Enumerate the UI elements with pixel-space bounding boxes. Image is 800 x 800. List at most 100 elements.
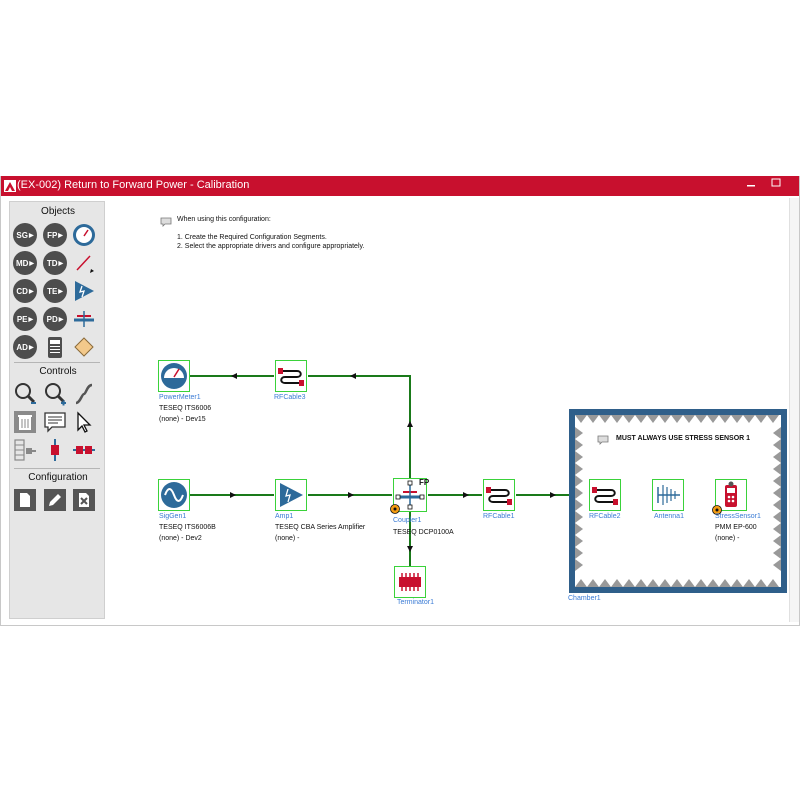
- play-triangle-icon: ▶: [28, 344, 34, 351]
- note-step1: 1. Create the Required Configuration Seg…: [177, 234, 327, 241]
- minimize-icon: [747, 185, 755, 187]
- zoom-in-icon: [45, 383, 66, 406]
- diagram-canvas[interactable]: When using this configuration: 1. Create…: [110, 198, 790, 624]
- route-button[interactable]: [72, 382, 96, 406]
- note-step2: 2. Select the appropriate drivers and co…: [177, 243, 365, 250]
- connector-button[interactable]: [72, 438, 96, 462]
- probe-icon: [76, 255, 94, 273]
- play-triangle-icon: ▶: [28, 288, 34, 295]
- amp-label: Amp1: [275, 513, 294, 520]
- stresssensor-component[interactable]: [715, 479, 747, 511]
- edit-icon: [44, 489, 66, 511]
- zoom-out-icon: [15, 383, 36, 404]
- pd-object-button[interactable]: PD▶: [43, 307, 67, 331]
- siggen-model: TESEQ ITS6006B: [159, 524, 216, 531]
- digital-meter-tool[interactable]: [43, 335, 67, 359]
- powermeter-model: TESEQ ITS6006: [159, 405, 212, 412]
- comment-button[interactable]: [43, 410, 67, 434]
- rfcable1-component[interactable]: [483, 479, 515, 511]
- driver-status-icon: [712, 505, 722, 515]
- rfcable3-label: RFCable3: [274, 394, 306, 401]
- stresssensor-label: StressSensor1: [715, 513, 761, 520]
- amplifier-tool[interactable]: [72, 279, 96, 303]
- rfcable3-component[interactable]: [275, 360, 307, 392]
- te-amp-icon: [75, 281, 94, 301]
- stresssensor-model: PMM EP-600: [715, 524, 757, 531]
- window-title: (EX-002) Return to Forward Power - Calib…: [17, 179, 250, 191]
- pointer-icon: [77, 411, 92, 433]
- rfcable2-label: RFCable2: [589, 513, 621, 520]
- amp-driver: (none) -: [275, 535, 300, 542]
- note-intro: When using this configuration:: [177, 216, 271, 223]
- play-triangle-icon: ▶: [58, 288, 63, 295]
- play-triangle-icon: ▶: [58, 316, 64, 323]
- chamber-note-icon: [597, 435, 609, 445]
- note-icon: [160, 217, 172, 227]
- driver-status-icon: [390, 504, 400, 514]
- amp-component[interactable]: [275, 479, 307, 511]
- antenna-component[interactable]: [652, 479, 684, 511]
- cable-red-icon: [51, 439, 59, 461]
- powermeter-driver: (none) - Dev15: [159, 416, 206, 423]
- new-config-button[interactable]: [13, 488, 37, 512]
- diamond-icon: [74, 337, 94, 357]
- probe-tool[interactable]: [72, 251, 96, 275]
- edit-config-button[interactable]: [43, 488, 67, 512]
- terminator-icon: [399, 573, 421, 591]
- powermeter-tool[interactable]: [72, 223, 96, 247]
- chamber-label: Chamber1: [568, 595, 601, 602]
- delete-icon: [14, 411, 36, 433]
- delete-button[interactable]: [13, 410, 37, 434]
- coupler-label: Coupler1: [393, 517, 422, 524]
- cd-object-button[interactable]: CD▶: [13, 279, 37, 303]
- cable-button[interactable]: [43, 438, 67, 462]
- play-triangle-icon: ▶: [28, 316, 34, 323]
- section-divider: [14, 362, 100, 363]
- configuration-header: Configuration: [28, 472, 88, 483]
- chamber-note: MUST ALWAYS USE STRESS SENSOR 1: [616, 435, 751, 442]
- play-triangle-icon: ▶: [58, 232, 63, 239]
- zoom-in-button[interactable]: [43, 382, 67, 406]
- zoom-out-button[interactable]: [13, 382, 37, 406]
- pointer-button[interactable]: [72, 410, 96, 434]
- coupler-tool[interactable]: [72, 307, 96, 331]
- minimize-button[interactable]: [744, 178, 758, 192]
- grid-icon: [14, 439, 36, 461]
- comment-icon: [44, 412, 66, 433]
- rfcable1-label: RFCable1: [483, 513, 515, 520]
- title-bar: (EX-002) Return to Forward Power - Calib…: [1, 176, 799, 196]
- objects-header: Objects: [41, 206, 75, 217]
- amp-model: TESEQ CBA Series Amplifier: [275, 524, 366, 531]
- connector-icon: [73, 446, 95, 454]
- route-icon: [75, 383, 93, 405]
- toolbox-panel: Objects SG▶ FP▶ MD▶ TD▶ CD▶ TE▶ PE▶ PD▶ …: [9, 201, 105, 619]
- md-object-button[interactable]: MD▶: [13, 251, 37, 275]
- stresssensor-driver: (none) -: [715, 535, 740, 542]
- rfcable2-component[interactable]: [589, 479, 621, 511]
- antenna-icon: [657, 485, 680, 505]
- terminator-label: Terminator1: [397, 599, 434, 606]
- fp-object-button[interactable]: FP▶: [43, 223, 67, 247]
- sg-object-button[interactable]: SG▶: [13, 223, 37, 247]
- app-logo-icon: [4, 180, 16, 192]
- play-triangle-icon: ▶: [58, 260, 64, 267]
- chamber-absorber-teeth: [575, 415, 781, 587]
- siggen-driver: (none) - Dev2: [159, 535, 202, 542]
- te-object-button[interactable]: TE▶: [43, 279, 67, 303]
- coupler-icon: [74, 311, 94, 327]
- siggen-component[interactable]: [158, 479, 190, 511]
- diamond-tool[interactable]: [72, 335, 96, 359]
- vertical-scrollbar[interactable]: [789, 198, 799, 622]
- remove-config-button[interactable]: [72, 488, 96, 512]
- ad-object-button[interactable]: AD▶: [13, 335, 37, 359]
- pe-object-button[interactable]: PE▶: [13, 307, 37, 331]
- powermeter-component[interactable]: [158, 360, 190, 392]
- coupler-model: TESEQ DCP0100A: [393, 529, 454, 536]
- new-icon: [14, 489, 36, 511]
- td-object-button[interactable]: TD▶: [43, 251, 67, 275]
- antenna-label: Antenna1: [654, 513, 684, 520]
- grid-button[interactable]: [13, 438, 37, 462]
- coupler-icon: [395, 480, 425, 510]
- maximize-button[interactable]: [769, 178, 783, 192]
- terminator-component[interactable]: [394, 566, 426, 598]
